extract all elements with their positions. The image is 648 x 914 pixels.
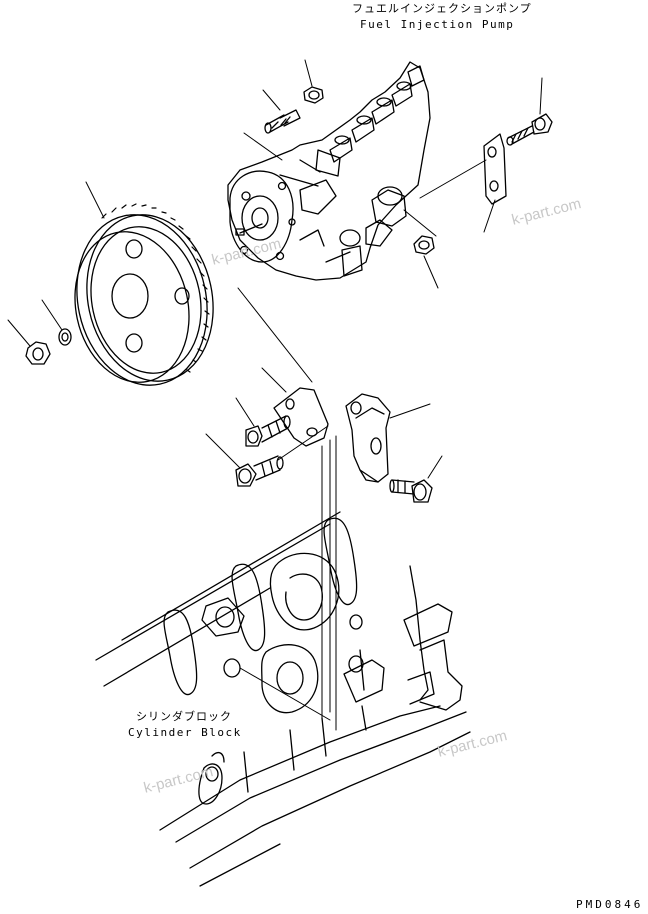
- nut-lower: [403, 209, 439, 289]
- bracket-bolt: [389, 455, 443, 503]
- gear-nut: [7, 319, 51, 365]
- pump-drive-gear: [74, 181, 214, 386]
- gear-washer: [41, 299, 72, 346]
- stud-bolt: [243, 89, 301, 161]
- support-bolt-upper: [235, 397, 291, 447]
- nut-upper: [303, 59, 324, 104]
- block-label-en: Cylinder Block: [128, 726, 242, 739]
- block-label-jp: シリンダブロック: [136, 710, 232, 723]
- cylinder-block: [95, 511, 471, 887]
- support-bracket: [345, 393, 431, 483]
- fuel-injection-pump: [227, 61, 431, 281]
- bolt-upper-right: [506, 77, 553, 146]
- pump-support-plate: [237, 287, 329, 447]
- pump-label-jp: フュエルインジェクションポンプ: [352, 2, 532, 15]
- support-bolt-lower: [205, 425, 329, 487]
- pump-bracket-plate: [419, 133, 507, 233]
- pump-label-en: Fuel Injection Pump: [360, 18, 515, 31]
- drawing-code: PMD0846: [576, 898, 644, 911]
